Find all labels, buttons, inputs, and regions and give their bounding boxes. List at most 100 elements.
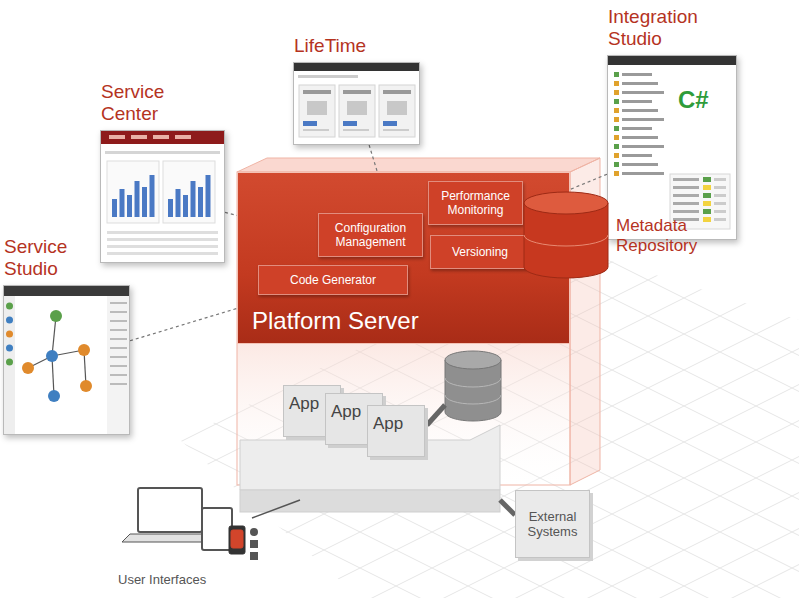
laptop-screen (138, 488, 202, 532)
grid-line (0, 568, 799, 598)
tool-name: Service Center (101, 81, 191, 125)
tree-icon (614, 117, 619, 122)
chart-bar (191, 181, 196, 217)
table-flag (703, 209, 711, 214)
flow-line (52, 316, 56, 356)
tree-icon (614, 90, 619, 95)
grid-line (0, 133, 799, 533)
text-holder: Integration Studio (608, 6, 738, 50)
chart-bar (127, 195, 132, 217)
grid-line (0, 0, 799, 68)
card-line (343, 129, 369, 131)
table-cell (673, 202, 699, 205)
table-cell (714, 194, 726, 197)
tree-icon (614, 108, 619, 113)
tree-icon (614, 153, 619, 158)
menu-tab (131, 135, 147, 139)
text-holder: Platform Server (252, 307, 419, 335)
tree-icon (614, 135, 619, 140)
grid-line (0, 241, 799, 598)
module-name: Performance Monitoring (435, 189, 516, 218)
grid-line (0, 277, 799, 598)
language-mark: C# (678, 86, 709, 114)
tree-line (622, 163, 658, 166)
windows-icon (250, 552, 258, 560)
module-name: Versioning (452, 245, 508, 259)
system-name: External Systems (522, 509, 583, 539)
card-badge (383, 121, 397, 126)
text-holder: C# (678, 86, 709, 114)
glass-box (237, 172, 570, 485)
platform-module: Performance Monitoring (428, 181, 523, 225)
app-base-front (240, 490, 500, 512)
tree-line (622, 100, 652, 103)
platform-module: Code Generator (258, 265, 408, 295)
menu-tab (175, 135, 191, 139)
screen-mockup (608, 56, 736, 239)
tool-icon (6, 331, 13, 338)
flow-node (78, 344, 90, 356)
screen-mockup (101, 131, 224, 262)
app-screen: LifeTime (293, 62, 420, 145)
flow-node (46, 350, 58, 362)
app-db-wire (427, 405, 445, 425)
phone-screen (231, 530, 243, 548)
chart-bar (135, 181, 140, 217)
chart-bar (176, 189, 181, 217)
app-screen: Service Studio (3, 285, 130, 435)
table-row (107, 252, 218, 255)
menu-tab (109, 135, 125, 139)
table-flag (703, 201, 711, 206)
glass-top (237, 158, 600, 172)
dashed-connector (369, 145, 377, 172)
table-cell (714, 178, 726, 181)
table-cell (673, 210, 699, 213)
tree-line (622, 127, 652, 130)
tree-line (622, 172, 664, 175)
external-wire (500, 500, 515, 515)
tree-line (622, 82, 658, 85)
environment-card (379, 85, 415, 137)
table-row (107, 231, 218, 234)
chart-bar (198, 187, 203, 217)
tree-icon (614, 162, 619, 167)
table-cell (673, 194, 699, 197)
chart-bar (112, 199, 117, 217)
cylinder-top (524, 192, 608, 214)
card-line (383, 129, 409, 131)
tree-icon (614, 99, 619, 104)
tree-line (622, 73, 652, 76)
module-name: Configuration Management (325, 221, 416, 250)
chart-panel (107, 161, 159, 223)
flow-node (50, 310, 62, 322)
cylinder-ring (524, 235, 608, 246)
tree-icon (614, 126, 619, 131)
external-box: External Systems (515, 490, 590, 558)
phone (229, 526, 245, 554)
devices (110, 478, 270, 568)
tool-name: Service Studio (4, 236, 94, 280)
toolbar (4, 296, 15, 434)
tree-icon (614, 81, 619, 86)
card-badge (343, 121, 357, 126)
dashed-connector (225, 212, 237, 215)
environment-card (299, 85, 335, 137)
screen-mockup (294, 63, 419, 144)
repository-name: Metadata Repository (616, 216, 716, 255)
title-bar (4, 286, 129, 296)
grid-line (0, 0, 799, 388)
tool-icon (6, 303, 13, 310)
table-flag (703, 217, 711, 222)
text-holder: User Interfaces (118, 572, 206, 587)
repository-drawing (522, 190, 610, 280)
text-holder: External Systems (522, 509, 583, 539)
chart-panel (163, 161, 215, 223)
text-holder: LifeTime (294, 35, 434, 57)
app-name: App (289, 394, 335, 414)
text-holder: Versioning (452, 245, 508, 259)
grid-line (0, 0, 799, 280)
flow-node (22, 362, 34, 374)
grid-line (0, 565, 799, 598)
tree-line (622, 91, 664, 94)
